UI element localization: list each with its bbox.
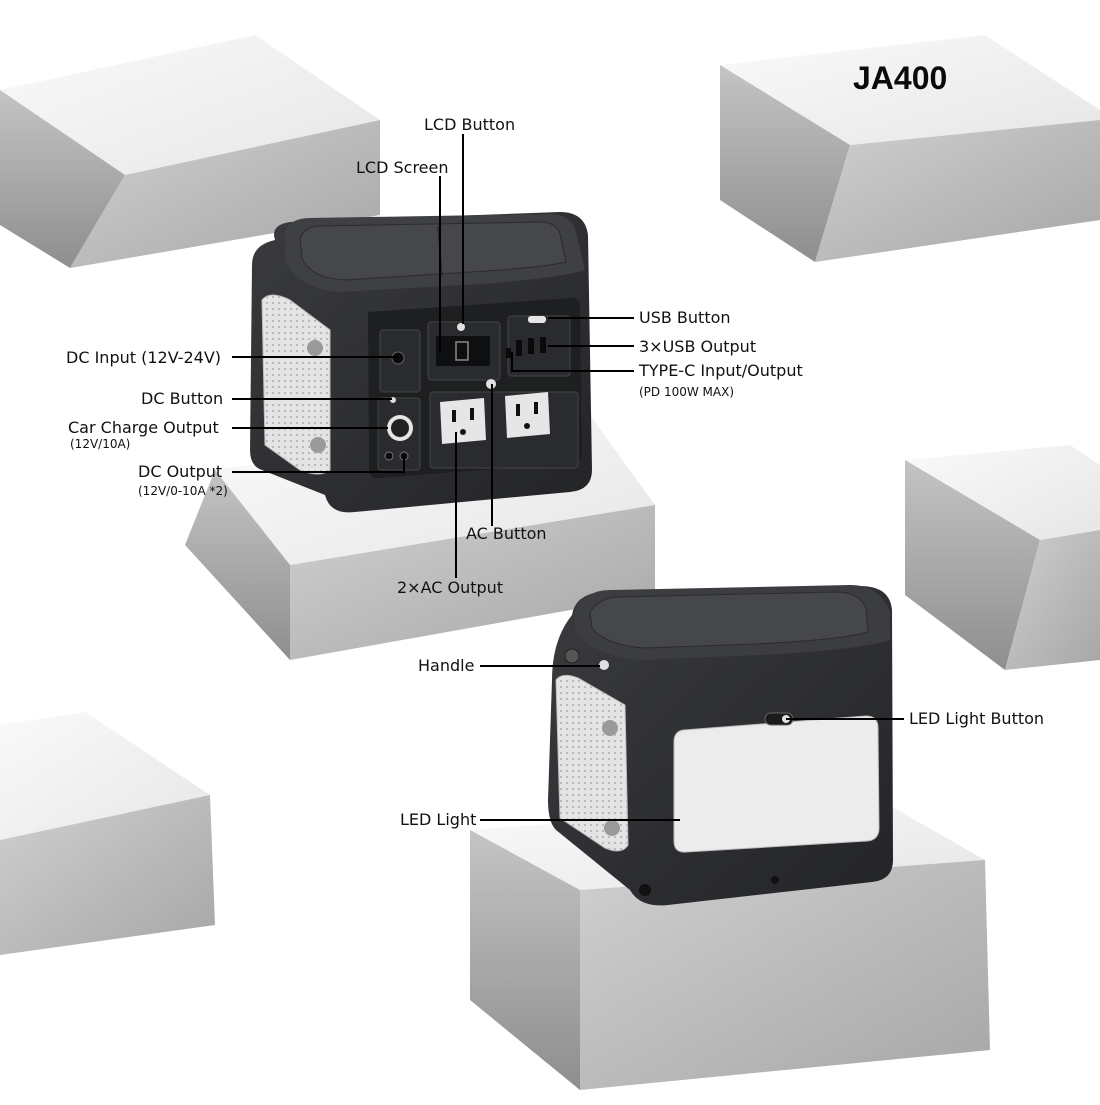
box-top-left (0, 35, 380, 268)
box-middle-right (905, 445, 1100, 670)
label-lcd-button: LCD Button (424, 115, 516, 134)
device-side-view (548, 585, 893, 906)
label-car-charge-note: (12V/10A) (70, 437, 131, 451)
label-ac-button: AC Button (466, 524, 547, 543)
label-led-light: LED Light (400, 810, 477, 829)
label-usb-button: USB Button (639, 308, 731, 327)
label-dc-output: DC Output (138, 462, 223, 481)
label-car-charge: Car Charge Output (68, 418, 219, 437)
label-lcd-screen: LCD Screen (356, 158, 449, 177)
label-usb-output: 3×USB Output (639, 337, 757, 356)
label-led-light-button: LED Light Button (909, 709, 1045, 728)
label-typec: TYPE-C Input/Output (639, 361, 803, 380)
device-front-view (250, 212, 592, 513)
leader-typec (511, 352, 634, 372)
label-handle: Handle (418, 656, 475, 675)
label-ac-output: 2×AC Output (397, 578, 504, 597)
label-dc-input: DC Input (12V-24V) (66, 348, 222, 367)
leader-dc-output (232, 456, 405, 473)
leader-lines (232, 134, 904, 821)
box-bottom-left (0, 712, 215, 955)
label-dc-output-note: (12V/0-10A *2) (138, 484, 228, 498)
label-typec-note: (PD 100W MAX) (639, 385, 735, 399)
label-dc-button: DC Button (141, 389, 224, 408)
model-title: JA400 (853, 60, 948, 96)
box-top-right (720, 35, 1100, 262)
